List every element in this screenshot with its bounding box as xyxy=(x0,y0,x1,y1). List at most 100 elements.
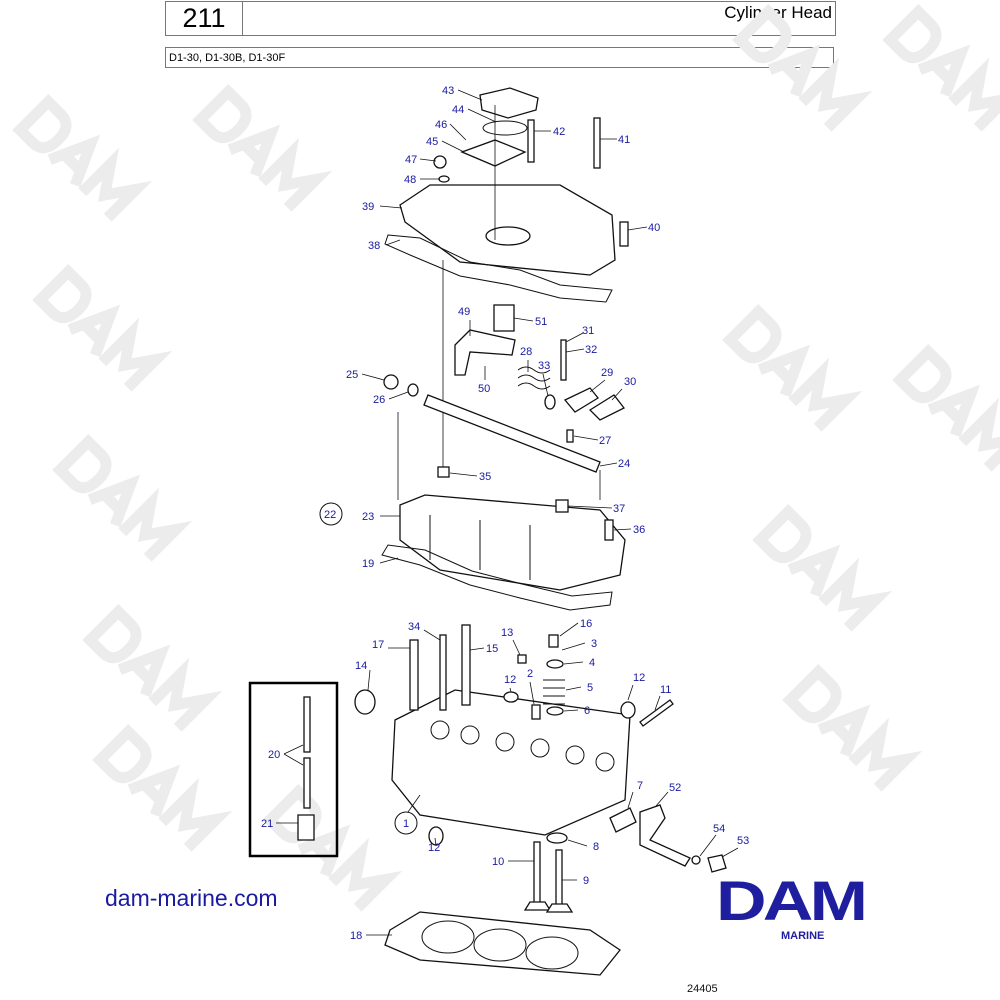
callout-4: 4 xyxy=(589,657,595,669)
callout-circle-22 xyxy=(319,502,343,526)
washer-54 xyxy=(691,855,701,865)
cylinder-head-1 xyxy=(391,689,631,836)
valve-guide-2 xyxy=(531,704,541,720)
filter-51 xyxy=(493,304,515,332)
callout-54: 54 xyxy=(713,823,725,835)
head-gasket-18 xyxy=(384,911,621,976)
callout-39: 39 xyxy=(362,201,374,213)
callout-34: 34 xyxy=(408,621,420,633)
website-link[interactable]: dam-marine.com xyxy=(105,885,278,911)
washer-48 xyxy=(438,175,450,183)
washer-26 xyxy=(407,383,419,397)
callout-31: 31 xyxy=(582,325,594,337)
seal-8 xyxy=(546,832,568,844)
bolt-41 xyxy=(593,117,601,169)
rocker-assembly xyxy=(383,304,625,478)
valve-cover-gasket xyxy=(384,234,613,303)
callout-15: 15 xyxy=(486,643,498,655)
rocker-cover-assembly xyxy=(381,494,626,611)
callout-36: 36 xyxy=(633,524,645,536)
callout-44: 44 xyxy=(452,104,464,116)
cylinder-head xyxy=(354,624,727,976)
inset-pushrods xyxy=(248,681,339,858)
callout-49: 49 xyxy=(458,306,470,318)
callout-40: 40 xyxy=(648,222,660,234)
stud-34 xyxy=(439,634,447,711)
bolt-17 xyxy=(409,639,419,711)
callout-22: 22 xyxy=(324,509,336,521)
plug-25 xyxy=(383,374,399,390)
plug-14 xyxy=(354,689,376,715)
callout-5: 5 xyxy=(587,682,593,694)
callout-12b: 12 xyxy=(633,672,645,684)
callout-46: 46 xyxy=(435,119,447,131)
callout-8: 8 xyxy=(593,841,599,853)
title-box: Cylinder Head xyxy=(242,1,836,36)
seal-7 xyxy=(609,807,637,833)
callout-20: 20 xyxy=(268,749,280,761)
callout-12a: 12 xyxy=(504,674,516,686)
plug-37 xyxy=(555,499,569,513)
callout-13: 13 xyxy=(501,627,513,639)
valve-cap-16 xyxy=(548,634,559,648)
plug-12 xyxy=(620,701,636,719)
gasket-19 xyxy=(381,544,613,611)
bracket-52 xyxy=(639,804,691,867)
callout-24: 24 xyxy=(618,458,630,470)
callout-53: 53 xyxy=(737,835,749,847)
callout-26: 26 xyxy=(373,394,385,406)
valve-cover-assembly xyxy=(384,87,629,303)
callout-21: 21 xyxy=(261,818,273,830)
callout-7: 7 xyxy=(637,780,643,792)
callout-43: 43 xyxy=(442,85,454,97)
valve-9 xyxy=(555,849,563,911)
valve-10 xyxy=(533,841,541,908)
washer-6 xyxy=(546,706,564,716)
callout-1: 1 xyxy=(403,818,409,830)
callout-16: 16 xyxy=(580,618,592,630)
callout-14: 14 xyxy=(355,660,367,672)
callout-circle-1 xyxy=(394,811,418,835)
cap-nut-47 xyxy=(433,155,447,169)
tappet-21 xyxy=(297,814,315,841)
callout-25: 25 xyxy=(346,369,358,381)
screw-27 xyxy=(566,429,574,443)
callout-28: 28 xyxy=(520,346,532,358)
page-number: 211 xyxy=(165,1,243,36)
callout-12c: 12 xyxy=(428,842,440,854)
dam-logo: DAM xyxy=(716,869,868,932)
bolt-53 xyxy=(707,854,727,873)
stud-11 xyxy=(639,699,674,727)
callout-18: 18 xyxy=(350,930,362,942)
washer-33 xyxy=(544,394,556,410)
rocker-arm-29 xyxy=(563,387,599,413)
callout-6: 6 xyxy=(584,705,590,717)
callout-29: 29 xyxy=(601,367,613,379)
oil-filler-cap xyxy=(479,87,539,119)
rocker-arm-30 xyxy=(588,394,625,421)
dam-logo-subtitle: MARINE xyxy=(781,930,825,942)
valve-spring-5 xyxy=(543,679,565,705)
callout-42: 42 xyxy=(553,126,565,138)
rocker-shaft-24 xyxy=(423,394,601,473)
bolt-15 xyxy=(461,624,471,706)
housing-23 xyxy=(399,494,626,591)
seal-12 xyxy=(503,691,519,703)
spring-28 xyxy=(517,366,551,390)
bolt-36 xyxy=(604,519,614,541)
callout-38: 38 xyxy=(368,240,380,252)
breather-plate xyxy=(460,139,527,167)
callout-47: 47 xyxy=(405,154,417,166)
callout-17: 17 xyxy=(372,639,384,651)
callout-33: 33 xyxy=(538,360,550,372)
callout-3: 3 xyxy=(591,638,597,650)
callout-9: 9 xyxy=(583,875,589,887)
callout-52: 52 xyxy=(669,782,681,794)
callout-10: 10 xyxy=(492,856,504,868)
bolt-40 xyxy=(619,221,629,247)
plug-13 xyxy=(517,654,527,664)
model-list: D1-30, D1-30B, D1-30F xyxy=(165,47,834,68)
callout-2: 2 xyxy=(527,668,533,680)
callout-35: 35 xyxy=(479,471,491,483)
